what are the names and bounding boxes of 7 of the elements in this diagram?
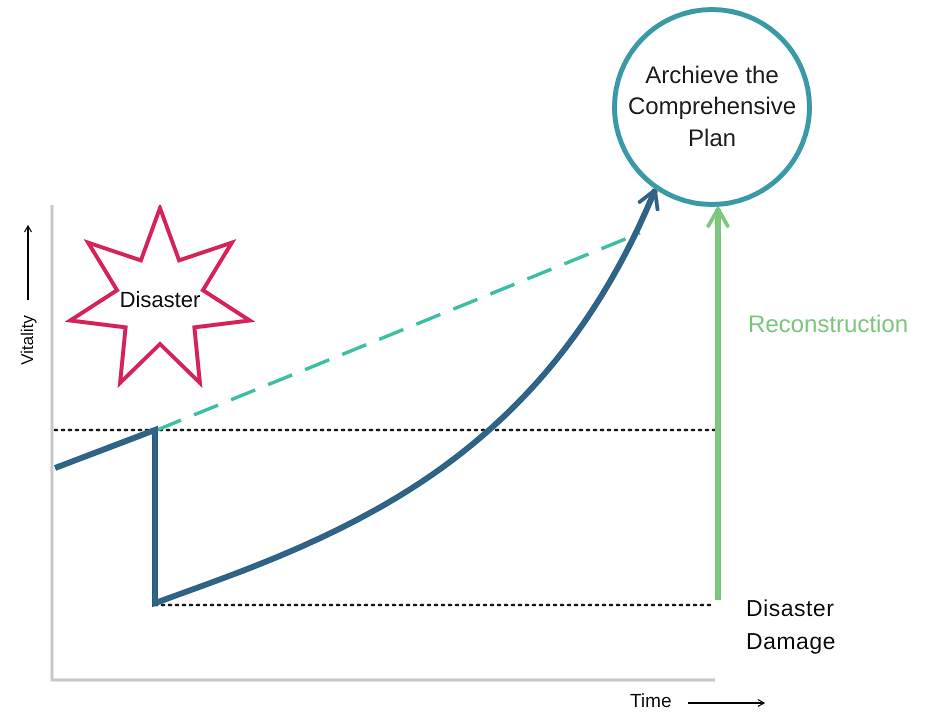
- vitality-curve-arrow: [54, 188, 659, 606]
- arrow: [706, 207, 730, 600]
- axis-label: Vitality: [18, 314, 38, 366]
- goal-circle: Archieve the Comprehensive Plan: [612, 7, 812, 207]
- level-label: Disaster Damage: [746, 594, 837, 656]
- node-label: Disaster: [120, 287, 200, 313]
- axis-label: Time: [630, 691, 672, 713]
